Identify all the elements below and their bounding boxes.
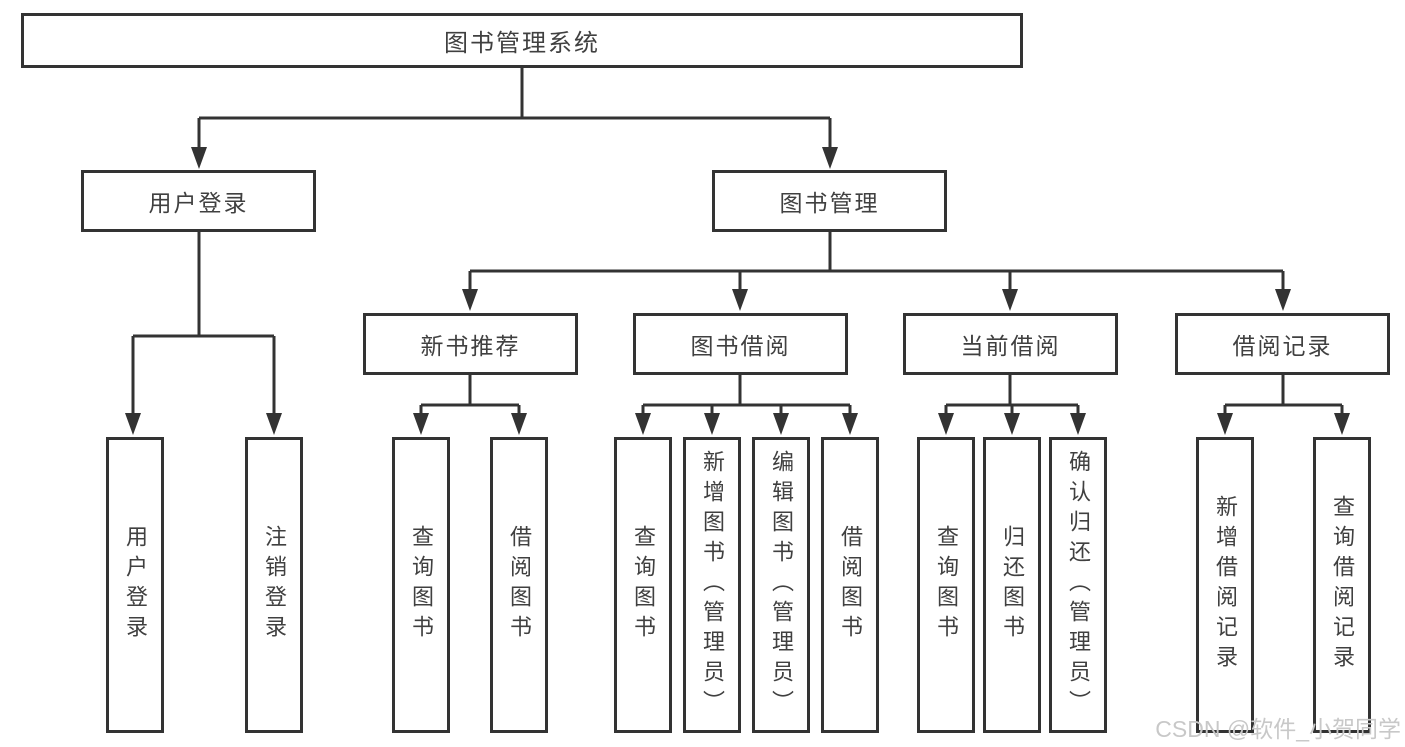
node-label: 查询借阅记录 — [1330, 495, 1355, 675]
node-label: 借阅图书 — [838, 525, 863, 645]
leaf-add-borrow-record: 新增借阅记录 — [1196, 437, 1254, 733]
leaf-logout: 注销登录 — [245, 437, 303, 733]
leaf-query-borrow-record: 查询借阅记录 — [1313, 437, 1371, 733]
leaf-borrow-book: 借阅图书 — [821, 437, 879, 733]
arrowheads — [125, 147, 1350, 435]
node-label: 当前借阅 — [960, 333, 1061, 359]
leaf-query-book: 查询图书 — [392, 437, 450, 733]
node-label: 新书推荐 — [420, 333, 521, 359]
node-label: 查询图书 — [409, 525, 434, 645]
node-library-management-system: 图书管理系统 — [21, 13, 1023, 68]
node-book-management: 图书管理 — [712, 170, 947, 232]
node-new-book-recommend: 新书推荐 — [363, 313, 578, 375]
leaf-user-login: 用户登录 — [106, 437, 164, 733]
node-label: 图书借阅 — [690, 333, 791, 359]
node-borrow-record: 借阅记录 — [1175, 313, 1390, 375]
leaf-query-book: 查询图书 — [614, 437, 672, 733]
node-label: 查询图书 — [934, 525, 959, 645]
node-label: 用户登录 — [123, 525, 148, 645]
leaf-query-book: 查询图书 — [917, 437, 975, 733]
leaf-borrow-book: 借阅图书 — [490, 437, 548, 733]
leaf-confirm-return-admin: 确认归还（管理员） — [1049, 437, 1107, 733]
leaf-add-book-admin: 新增图书（管理员） — [683, 437, 741, 733]
node-label: 确认归还（管理员） — [1066, 450, 1091, 720]
node-label: 新增图书（管理员） — [700, 450, 725, 720]
node-label: 注销登录 — [262, 525, 287, 645]
tree-edges — [131, 68, 1344, 414]
csdn-watermark: CSDN @软件_小贺同学 — [1155, 716, 1401, 742]
node-label: 图书管理系统 — [444, 30, 600, 57]
node-book-borrow: 图书借阅 — [633, 313, 848, 375]
node-user-login: 用户登录 — [81, 170, 316, 232]
node-label: 借阅记录 — [1232, 333, 1333, 359]
node-label: 编辑图书（管理员） — [769, 450, 794, 720]
node-label: 查询图书 — [631, 525, 656, 645]
leaf-return-book: 归还图书 — [983, 437, 1041, 733]
node-label: 新增借阅记录 — [1213, 495, 1238, 675]
node-label: 图书管理 — [779, 190, 880, 216]
node-current-borrow: 当前借阅 — [903, 313, 1118, 375]
leaf-edit-book-admin: 编辑图书（管理员） — [752, 437, 810, 733]
node-label: 归还图书 — [1000, 525, 1025, 645]
node-label: 用户登录 — [148, 190, 249, 216]
node-label: 借阅图书 — [507, 525, 532, 645]
